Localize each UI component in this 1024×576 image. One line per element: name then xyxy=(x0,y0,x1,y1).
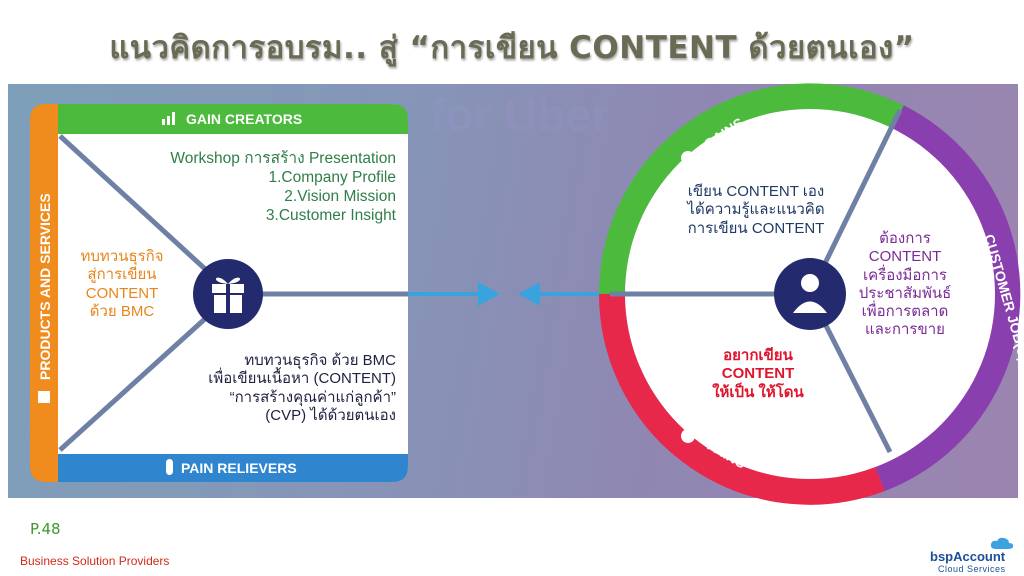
arrow-left-head xyxy=(518,282,540,306)
logo-text: bspAccount xyxy=(930,549,1006,564)
bsp-logo: bspAccount Cloud Services xyxy=(926,537,1020,575)
products-services-label: PRODUCTS AND SERVICES xyxy=(37,193,53,380)
page-title: แนวคิดการอบรม.. สู่ “การเขียน CONTENT ด้… xyxy=(109,30,915,66)
gains-arc-label xyxy=(681,151,695,165)
arrow-right-head xyxy=(478,282,500,306)
gains-text: เขียน CONTENT เอง ได้ความรู้และแนวคิด กา… xyxy=(687,183,825,237)
products-services-bar xyxy=(30,104,58,482)
pill-icon xyxy=(166,459,173,475)
check-icon xyxy=(963,221,977,235)
gift-icon xyxy=(212,277,244,313)
pain-relievers-text: ทบทวนธุรกิจ ด้วย BMC เพื่อเขียนเนื้อหา (… xyxy=(208,352,396,424)
watermark-text: for Uber xyxy=(430,89,609,141)
box-icon xyxy=(38,391,50,403)
smile-icon xyxy=(681,151,695,165)
gain-creators-text: Workshop การสร้าง Presentation 1.Company… xyxy=(170,150,396,224)
logo-subtext: Cloud Services xyxy=(938,564,1006,574)
person-icon xyxy=(793,274,827,313)
gains-arc xyxy=(599,83,904,295)
bar-chart-icon xyxy=(162,112,175,125)
footer-company: Business Solution Providers xyxy=(20,554,170,568)
divider-upper xyxy=(58,134,230,292)
divider-lower xyxy=(58,296,230,452)
pain-relievers-bar xyxy=(30,454,408,482)
jobs-text: ต้องการ CONTENT เครื่องมือการ ประชาสัมพั… xyxy=(858,230,952,339)
frown-icon xyxy=(681,429,695,443)
pains-text: อยากเขียน CONTENT ให้เป็น ให้โดน xyxy=(712,347,804,401)
jobs-arc xyxy=(875,105,1021,492)
page-number: P.48 xyxy=(30,520,61,538)
gain-creators-label: GAIN CREATORS xyxy=(186,111,303,127)
cloud-icon xyxy=(990,537,1014,549)
pains-arc-label xyxy=(681,429,695,443)
gain-creators-bar xyxy=(30,104,408,134)
pains-arc xyxy=(599,293,885,505)
person-icon-circle xyxy=(774,258,846,330)
pain-relievers-label: PAIN RELIEVERS xyxy=(181,460,297,476)
products-services-text: ทบทวนธุรกิจ สู่การเขียน CONTENT ด้วย BMC xyxy=(80,248,164,320)
